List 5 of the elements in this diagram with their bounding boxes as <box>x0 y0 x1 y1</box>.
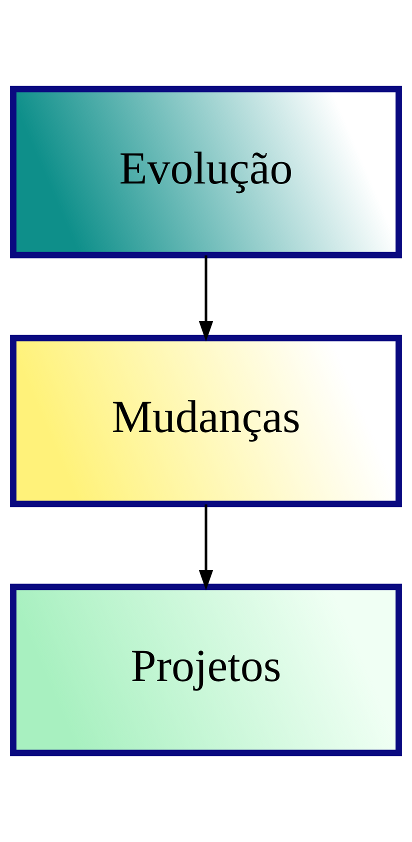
node-box: Projetos <box>10 584 402 756</box>
node-box: Mudanças <box>10 334 402 508</box>
node-box: Evolução <box>10 86 402 258</box>
arrow <box>198 504 214 590</box>
arrow <box>198 255 214 342</box>
